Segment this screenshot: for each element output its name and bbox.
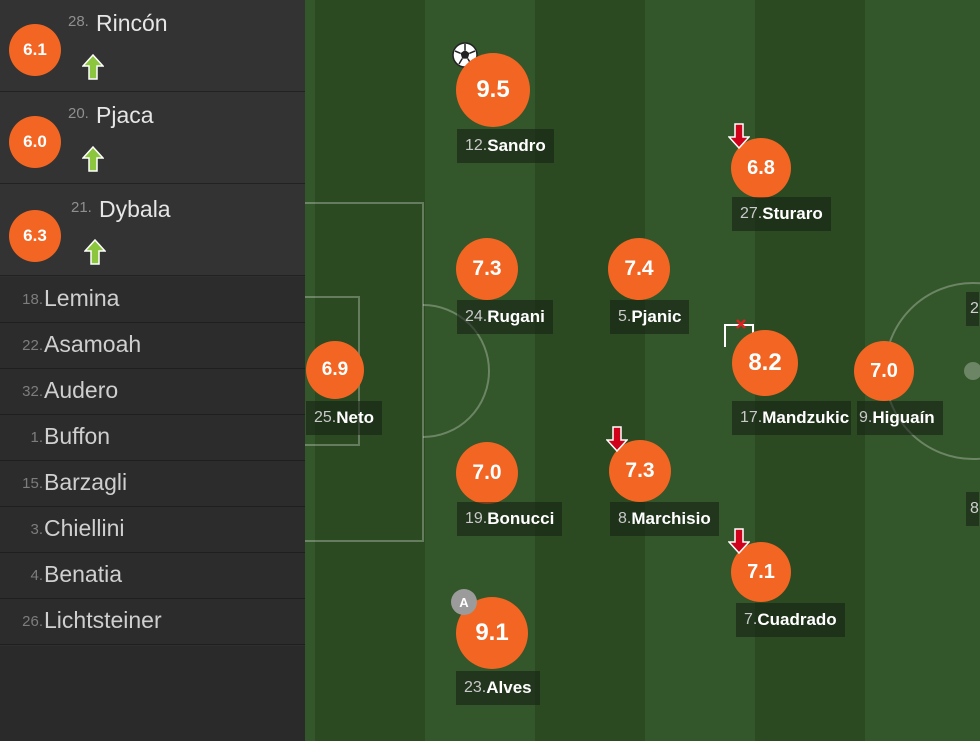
player-label: 17.Mandzukic (732, 401, 852, 435)
player-name: Alves (486, 678, 532, 697)
player-name: Audero (44, 377, 119, 403)
player-name: Buffon (44, 423, 111, 449)
player-name: Mandzukic (762, 408, 850, 427)
player-name: Benatia (44, 561, 123, 587)
player-number: 3. (30, 521, 43, 538)
sub-out-arrow-icon (728, 123, 750, 149)
bench-row[interactable]: 15. Barzagli (0, 461, 305, 507)
player-number: 19. (465, 510, 488, 527)
bench-row[interactable]: 18. Lemina (0, 277, 305, 323)
player-name: Cuadrado (757, 610, 837, 629)
bench-row[interactable]: 4. Benatia (0, 553, 305, 599)
player-name: Lichtsteiner (44, 607, 162, 633)
player-number: 26. (22, 613, 43, 630)
bench-row[interactable]: 1. Buffon (0, 415, 305, 461)
player-number: 22. (22, 337, 43, 354)
rating-badge: 7.0 (854, 341, 914, 401)
player-number: 7. (744, 611, 758, 628)
rating-badge: 6.9 (306, 341, 364, 399)
player-label: 25.Neto (306, 401, 383, 435)
player-name: Pjaca (96, 102, 154, 128)
sidebar-empty-area (0, 646, 305, 741)
rating-badge: 7.4 (608, 238, 670, 300)
player-number: 18. (22, 291, 43, 308)
captain-badge-icon: A (451, 589, 477, 615)
player-number: 23. (464, 679, 487, 696)
sub-in-arrow-icon (84, 239, 106, 265)
player-number: 21. (71, 199, 92, 216)
sub-row-dybala[interactable]: 6.3 21. Dybala (0, 184, 305, 276)
player-number: 28. (68, 13, 89, 30)
player-name: Marchisio (631, 509, 711, 528)
player-number: 20. (68, 105, 89, 122)
player-number: 32. (22, 383, 43, 400)
player-name: Bonucci (487, 509, 555, 528)
pitch: 6.9 25.Neto 9.5 12.Sandro 7.3 24.Rugani … (305, 0, 980, 741)
sub-row-rincon[interactable]: 6.1 28. Rincón (0, 0, 305, 92)
rating-badge: 6.3 (9, 210, 61, 262)
rating-badge: 7.0 (456, 442, 518, 504)
rating-badge: 6.8 (731, 138, 791, 198)
player-label: 2 (966, 292, 979, 326)
player-label: 19.Bonucci (457, 502, 563, 536)
rating-badge: 7.3 (609, 440, 671, 502)
player-label: 12.Sandro (457, 129, 554, 163)
player-label: 5.Pjanic (610, 300, 690, 334)
sub-in-arrow-icon (82, 146, 104, 172)
bench-row[interactable]: 32. Audero (0, 369, 305, 415)
rating-badge: 9.5 (456, 53, 530, 127)
player-number: 4. (30, 567, 43, 584)
sub-out-arrow-icon (728, 528, 750, 554)
player-name: Asamoah (44, 331, 142, 357)
player-label: 8 (966, 492, 979, 526)
bench-row[interactable]: 22. Asamoah (0, 323, 305, 369)
player-number: 27. (740, 205, 763, 222)
player-name: Rugani (487, 307, 545, 326)
player-name: Barzagli (44, 469, 128, 495)
player-name: Sturaro (762, 204, 823, 223)
player-number: 12. (465, 137, 488, 154)
substitutes-panel: 6.1 28. Rincón 6.0 20. Pjaca 6.3 21. Dyb… (0, 0, 305, 741)
player-number: 15. (22, 475, 43, 492)
sub-out-arrow-icon (606, 426, 628, 452)
player-number: 2 (970, 300, 979, 317)
player-number: 8 (970, 500, 979, 517)
player-number: 5. (618, 308, 632, 325)
player-number: 9. (859, 409, 873, 426)
rating-badge: 7.3 (456, 238, 518, 300)
bench-row[interactable]: 26. Lichtsteiner (0, 599, 305, 645)
player-label: 8.Marchisio (610, 502, 719, 536)
player-label: 24.Rugani (457, 300, 553, 334)
player-number: 8. (618, 510, 632, 527)
player-name: Sandro (487, 136, 546, 155)
player-number: 25. (314, 409, 337, 426)
player-name: Dybala (99, 196, 171, 222)
player-name: Lemina (44, 285, 120, 311)
rating-badge: 7.1 (731, 542, 791, 602)
player-name: Higuaín (872, 408, 935, 427)
bench-row[interactable]: 3. Chiellini (0, 507, 305, 553)
player-name: Chiellini (44, 515, 125, 541)
sub-in-arrow-icon (82, 54, 104, 80)
rating-badge: 6.0 (9, 116, 61, 168)
player-number: 17. (740, 409, 763, 426)
player-name: Neto (336, 408, 375, 427)
sub-row-pjaca[interactable]: 6.0 20. Pjaca (0, 92, 305, 184)
player-number: 1. (30, 429, 43, 446)
player-label: 27.Sturaro (732, 197, 831, 231)
player-number: 24. (465, 308, 488, 325)
player-label: 9.Higuaín (857, 401, 943, 435)
player-name: Rincón (96, 10, 168, 36)
player-name: Pjanic (631, 307, 682, 326)
player-label: 23.Alves (456, 671, 540, 705)
rating-badge: 6.1 (9, 24, 61, 76)
rating-badge: 8.2 (732, 330, 798, 396)
player-label: 7.Cuadrado (736, 603, 845, 637)
